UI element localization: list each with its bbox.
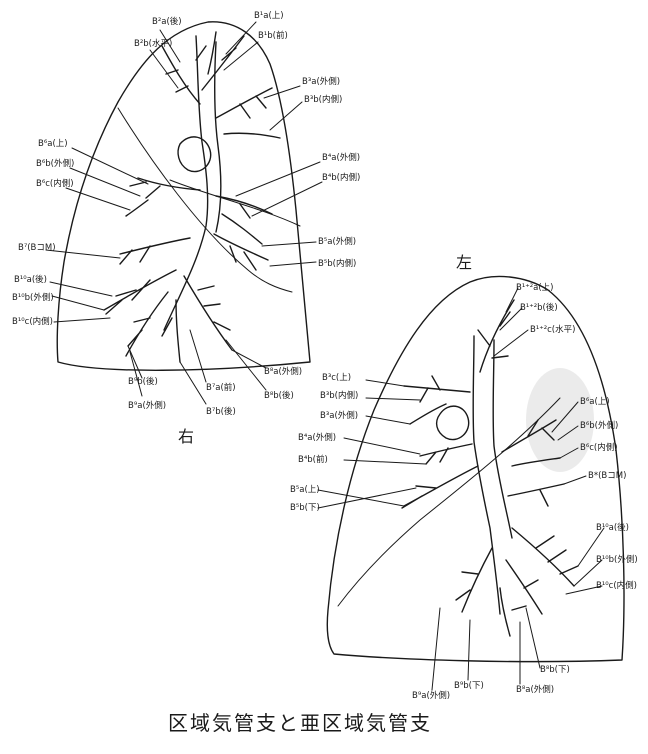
label-r-b10c: B¹⁰c(内側) — [12, 316, 53, 327]
label-r-b8a: B⁸a(外側) — [264, 366, 302, 377]
label-l-b6b: B⁶b(外側) — [580, 420, 618, 431]
label-r-b6a: B⁶a(上) — [38, 139, 68, 149]
label-r-b1b: B¹b(前) — [258, 30, 288, 41]
label-l-b5a: B⁵a(上) — [290, 485, 320, 495]
right-b2-branch — [161, 45, 207, 105]
label-r-b4a: B⁴a(外側) — [322, 152, 360, 163]
label-l-b9b: B⁹b(下) — [454, 681, 484, 691]
left-lung-outline — [326, 275, 625, 663]
label-l-b12c: B¹⁺²c(水平) — [530, 324, 575, 335]
label-r-b1a: B¹a(上) — [254, 11, 284, 21]
right-b9-branch — [125, 291, 169, 357]
left-main-bronchus — [472, 335, 501, 615]
right-b4-branch — [215, 195, 273, 245]
label-l-b4a: B⁴a(外側) — [298, 432, 336, 443]
left-lung-leaders — [317, 287, 605, 691]
right-b6-branch — [125, 177, 201, 217]
label-r-b7b: B⁷b(後) — [206, 406, 236, 417]
label-r-b5b: B⁵b(内側) — [318, 258, 356, 269]
left-b6-branch — [501, 419, 561, 467]
left-lung — [326, 275, 625, 663]
left-b4-branch — [419, 443, 473, 465]
right-oblique-fissure — [117, 107, 293, 293]
right-b10-branch — [103, 269, 177, 315]
label-l-b3a: B³a(外側) — [320, 410, 358, 421]
right-main-bronchus — [163, 35, 209, 331]
label-r-b10a: B¹⁰a(後) — [14, 274, 47, 285]
right-b3-branch — [215, 87, 281, 139]
left-b9-branch — [505, 559, 543, 615]
left-bstar-branch — [507, 483, 565, 507]
right-lung-labels: B²a(後) B²b(水平) B¹a(上) B¹b(前) B³a(外側) B³b… — [12, 11, 360, 446]
label-r-b7: B⁷(BコM) — [18, 243, 56, 253]
label-r-b10b: B¹⁰b(外側) — [12, 292, 54, 303]
label-r-b9b: B⁹b(後) — [128, 376, 158, 387]
left-lung-labels: 左 B¹⁺²a(上) B¹⁺²b(後) B¹⁺²c(水平) B³c(上) B³b… — [290, 253, 638, 701]
label-l-b7: B*(BコM) — [588, 471, 626, 481]
right-b7b-branch — [161, 299, 181, 363]
label-l-b12b: B¹⁺²b(後) — [520, 302, 558, 313]
label-r-b4b: B⁴b(内側) — [322, 172, 360, 183]
left-b8-branch — [455, 547, 493, 613]
label-l-b8b: B⁸b(下) — [540, 665, 570, 675]
right-upper-knot — [177, 136, 212, 173]
left-side-label: 左 — [456, 253, 472, 272]
left-b12-branch — [477, 299, 515, 373]
left-oblique-fissure — [337, 397, 561, 607]
left-lung-shading — [526, 368, 594, 472]
label-r-b5a: B⁵a(外側) — [318, 236, 356, 247]
label-r-b3a: B³a(外側) — [302, 76, 340, 87]
label-l-b8a: B⁸a(外側) — [516, 684, 554, 695]
right-lung-leaders — [45, 21, 323, 405]
right-lung-outline — [56, 21, 311, 371]
right-side-label: 右 — [178, 427, 194, 446]
right-b7-branch — [119, 237, 191, 265]
label-l-b3c: B³c(上) — [322, 373, 351, 383]
page-title: 区域気管支と亜区域気管支 — [168, 711, 432, 735]
label-l-b9a: B⁹a(外側) — [412, 690, 450, 701]
label-r-b7a: B⁷a(前) — [206, 382, 236, 393]
left-trunk-shadow — [492, 339, 513, 539]
label-r-b6b: B⁶b(外側) — [36, 158, 74, 169]
label-l-b10a: B¹⁰a(後) — [596, 522, 629, 533]
label-r-b2b: B²b(水平) — [134, 38, 172, 49]
label-r-b2a: B²a(後) — [152, 16, 182, 27]
right-horizontal-fissure — [169, 179, 301, 227]
label-l-b10c: B¹⁰c(内側) — [596, 580, 637, 591]
left-b3-branch — [403, 375, 471, 425]
right-b1-branch — [201, 31, 245, 91]
label-l-b12a: B¹⁺²a(上) — [516, 283, 553, 293]
left-b10-branch — [511, 527, 579, 587]
label-r-b6c: B⁶c(内側) — [36, 178, 74, 189]
right-b5-branch — [213, 233, 269, 271]
label-l-b6a: B⁶a(上) — [580, 397, 610, 407]
label-l-b6c: B⁶c(内側) — [580, 442, 618, 453]
label-r-b9a: B⁹a(外側) — [128, 400, 166, 411]
label-l-b3b: B³b(内側) — [320, 390, 358, 401]
right-b8-branch — [183, 275, 233, 351]
left-upper-knot — [435, 405, 470, 441]
label-r-b3b: B³b(内側) — [304, 94, 342, 105]
right-lung — [56, 21, 311, 371]
left-b9b-branch — [499, 587, 527, 637]
label-l-b4b: B⁴b(前) — [298, 454, 328, 465]
label-r-b8b: B⁸b(後) — [264, 390, 294, 401]
label-l-b10b: B¹⁰b(外側) — [596, 554, 638, 565]
label-l-b5b: B⁵b(下) — [290, 503, 320, 513]
left-b5-branch — [401, 465, 479, 509]
